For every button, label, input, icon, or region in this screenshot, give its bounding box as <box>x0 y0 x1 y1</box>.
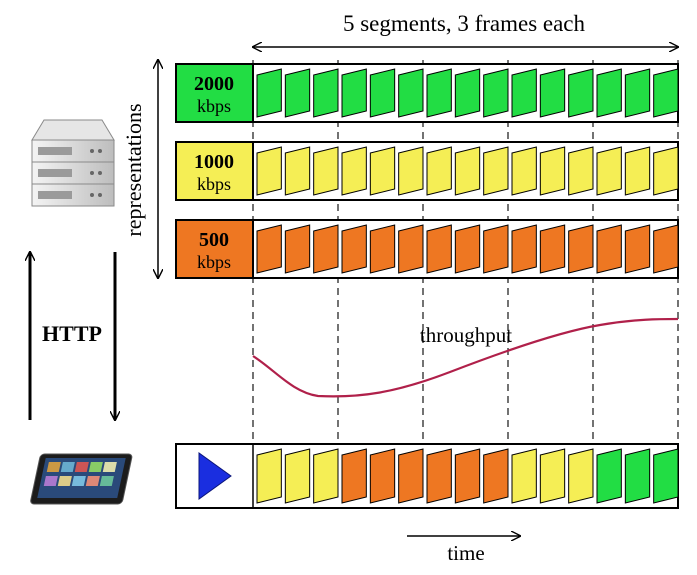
video-frame <box>511 146 537 196</box>
bitrate-box <box>175 141 254 201</box>
http-label: HTTP <box>42 321 102 346</box>
video-frame <box>426 448 452 504</box>
video-frame <box>483 68 509 118</box>
play-icon[interactable] <box>198 452 232 500</box>
video-frame <box>539 224 566 274</box>
video-frame <box>653 448 679 504</box>
throughput-curve <box>252 317 679 398</box>
video-frame <box>256 224 282 274</box>
video-frame <box>284 448 311 504</box>
video-frame <box>426 146 452 196</box>
bitrate-unit: kbps <box>197 252 231 272</box>
playback-frames <box>256 448 679 504</box>
video-frame <box>653 146 679 196</box>
video-frame <box>369 146 396 196</box>
video-frame <box>341 224 367 274</box>
bitrate-box <box>175 63 254 123</box>
video-frame <box>398 224 424 274</box>
tablet-icon <box>30 453 133 505</box>
video-frame <box>624 448 651 504</box>
video-frame <box>341 448 367 504</box>
video-frame <box>426 224 452 274</box>
video-frame <box>568 448 594 504</box>
video-frame <box>454 146 481 196</box>
video-frame <box>653 224 679 274</box>
video-frame <box>454 68 481 118</box>
time-label: time <box>447 541 484 565</box>
bitrate-box <box>175 219 254 279</box>
video-frame <box>313 146 339 196</box>
video-frame <box>369 224 396 274</box>
video-frame <box>653 68 679 118</box>
server-icon <box>31 119 115 207</box>
video-frame <box>369 448 396 504</box>
throughput-label: throughput <box>420 323 512 347</box>
representations-label: representations <box>121 103 146 236</box>
bitrate-value: 1000 <box>194 151 234 173</box>
representation-frames <box>256 224 679 274</box>
video-frame <box>483 224 509 274</box>
video-frame <box>483 146 509 196</box>
video-frame <box>256 448 282 504</box>
video-frame <box>539 146 566 196</box>
representation-frames <box>256 146 679 196</box>
video-frame <box>341 68 367 118</box>
video-frame <box>596 146 622 196</box>
video-frame <box>313 68 339 118</box>
representation-frames <box>256 68 679 118</box>
bitrate-unit: kbps <box>197 174 231 194</box>
bitrate-unit: kbps <box>197 96 231 116</box>
video-frame <box>596 68 622 118</box>
video-frame <box>369 68 396 118</box>
video-frame <box>483 448 509 504</box>
video-frame <box>398 68 424 118</box>
video-frame <box>426 68 452 118</box>
video-frame <box>256 68 282 118</box>
video-frame <box>341 146 367 196</box>
video-frame <box>284 68 311 118</box>
video-frame <box>568 68 594 118</box>
video-frame <box>454 448 481 504</box>
video-frame <box>596 224 622 274</box>
video-frame <box>511 448 537 504</box>
bitrate-value: 2000 <box>194 73 234 95</box>
segments-label: 5 segments, 3 frames each <box>343 11 586 36</box>
video-frame <box>568 224 594 274</box>
video-frame <box>539 68 566 118</box>
video-frame <box>398 146 424 196</box>
video-frame <box>511 68 537 118</box>
video-frame <box>539 448 566 504</box>
video-frame <box>398 448 424 504</box>
bitrate-value: 500 <box>199 229 229 251</box>
video-frame <box>596 448 622 504</box>
video-frame <box>284 224 311 274</box>
video-frame <box>568 146 594 196</box>
video-frame <box>284 146 311 196</box>
video-frame <box>624 68 651 118</box>
video-frame <box>313 224 339 274</box>
video-frame <box>454 224 481 274</box>
video-frame <box>624 224 651 274</box>
video-frame <box>511 224 537 274</box>
video-frame <box>313 448 339 504</box>
video-frame <box>624 146 651 196</box>
video-frame <box>256 146 282 196</box>
